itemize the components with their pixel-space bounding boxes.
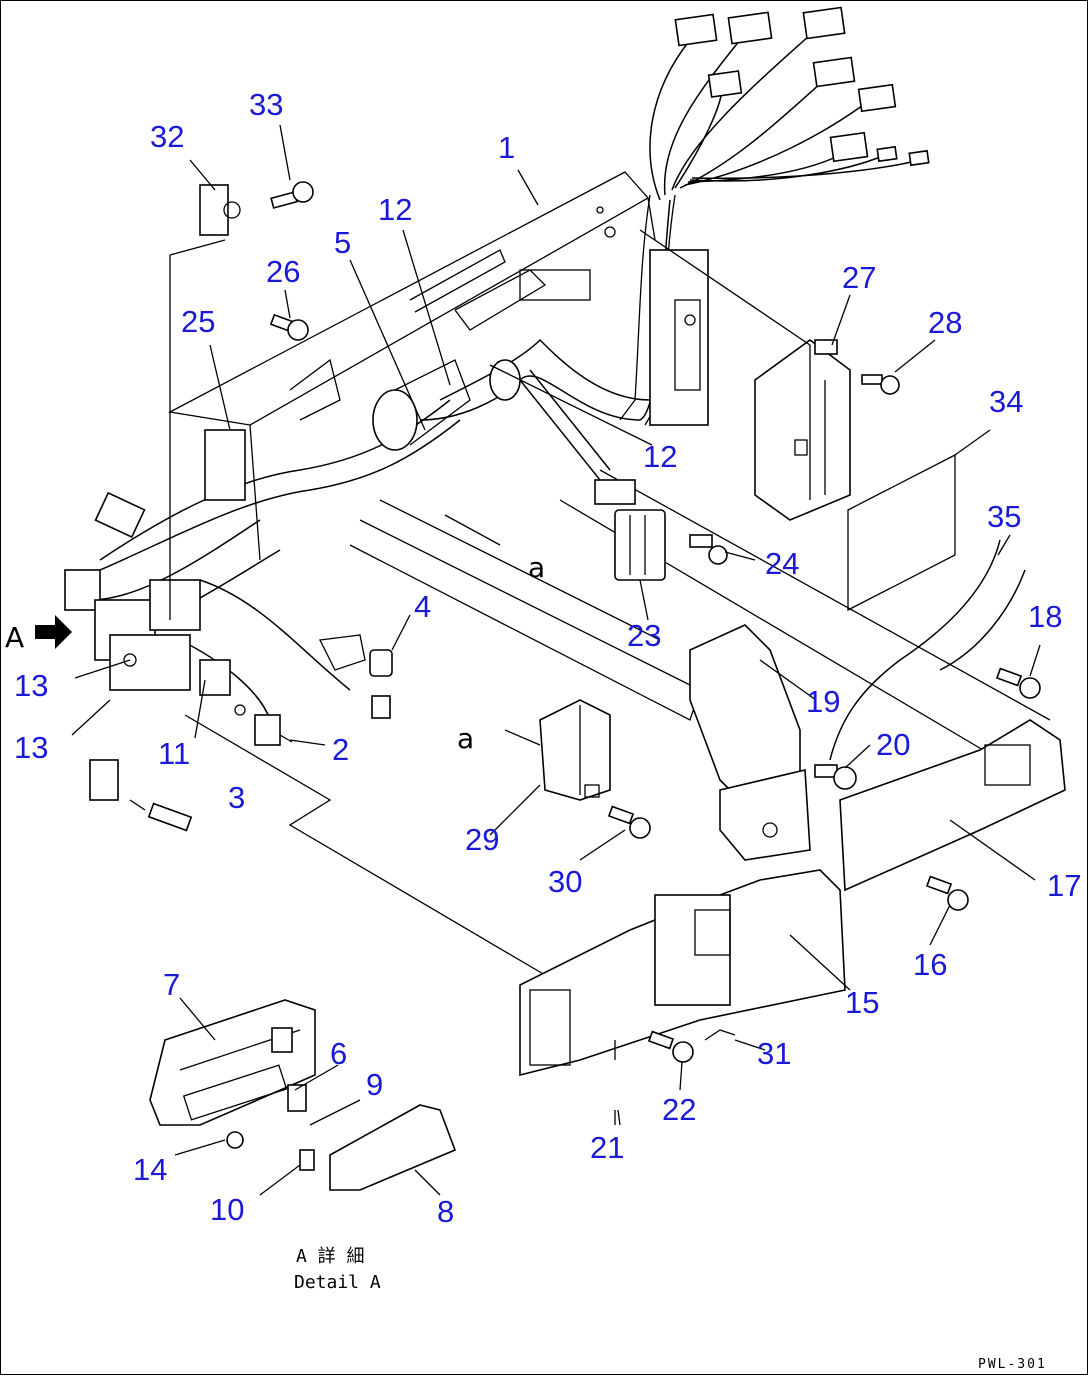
callout-35: 35 (987, 499, 1021, 534)
relay-23 (594, 479, 666, 581)
view-label-A: A (5, 621, 24, 654)
bolt-20 (814, 764, 857, 790)
callout-15: 15 (845, 985, 879, 1020)
callout-2: 2 (332, 732, 349, 767)
left-bracket-cluster (64, 429, 246, 716)
callout-33: 33 (249, 87, 283, 122)
callout-14: 14 (133, 1152, 167, 1187)
callout-30: 30 (548, 864, 582, 899)
label-sheet-34 (847, 429, 991, 612)
bolt-18 (995, 667, 1041, 699)
bolt-lower-left (89, 759, 193, 832)
callout-3: 3 (228, 780, 245, 815)
callout-34: 34 (989, 384, 1023, 419)
detail-caption-english: Detail A (294, 1272, 381, 1293)
callout-5: 5 (334, 225, 351, 260)
callout-22: 22 (662, 1092, 696, 1127)
frame-15 (519, 869, 846, 1077)
callout-11: 11 (158, 736, 190, 771)
callout-32: 32 (150, 119, 184, 154)
callout-27: 27 (842, 260, 876, 295)
leader-lines (71, 124, 1041, 1196)
bolt-26 (269, 313, 309, 341)
callout-7: 7 (163, 967, 180, 1002)
callout-26: 26 (266, 254, 300, 289)
callout-28: 28 (928, 305, 962, 340)
detail-A-fusebox (149, 999, 316, 1171)
callout-19: 19 (806, 684, 840, 719)
callout-16: 16 (913, 947, 947, 982)
tab-31 (704, 1029, 736, 1041)
callout-9: 9 (366, 1067, 383, 1102)
cable-35 (829, 539, 1026, 761)
callout-29: 29 (465, 822, 499, 857)
bolt-30 (607, 805, 651, 839)
callout-10: 10 (210, 1192, 244, 1227)
module-29 (539, 699, 611, 801)
bolt-16 (925, 875, 969, 911)
frame-17 (839, 719, 1066, 892)
callout-23: 23 (627, 618, 661, 653)
harness-connectors (674, 6, 930, 167)
callout-13-upper: 13 (14, 668, 48, 703)
controller-27 (639, 229, 851, 521)
callout-17: 17 (1047, 868, 1081, 903)
callout-13-lower: 13 (14, 730, 48, 765)
relay-bracket (649, 249, 709, 426)
main-panel (167, 171, 656, 561)
detail-caption-japanese: A 詳 細 (296, 1246, 365, 1267)
callout-24: 24 (765, 546, 799, 581)
callout-21: 21 (590, 1130, 624, 1165)
callout-12-top: 12 (378, 192, 412, 227)
detail-A-cover-8 (329, 1104, 457, 1191)
callout-8: 8 (437, 1194, 454, 1229)
callout-1: 1 (498, 130, 515, 165)
bolt-33 (270, 181, 314, 209)
view-mark-a-upper: a (528, 551, 545, 584)
callout-25: 25 (181, 304, 215, 339)
callout-4: 4 (414, 589, 431, 624)
connector-part-2 (254, 714, 293, 746)
view-arrow-A (35, 615, 72, 649)
callout-18: 18 (1028, 599, 1062, 634)
callout-6: 6 (330, 1036, 347, 1071)
callout-31: 31 (757, 1036, 791, 1071)
bolt-24 (689, 534, 728, 565)
clip-part-4 (319, 634, 393, 719)
bracket-32 (199, 184, 241, 236)
cover-19 (689, 624, 811, 861)
box-3-outline (184, 714, 546, 976)
callout-12-right: 12 (643, 439, 677, 474)
bolt-28 (861, 374, 900, 395)
bolt-22 (647, 1030, 694, 1063)
view-mark-a-lower: a (457, 722, 474, 755)
drawing-code: PWL-301 (978, 1357, 1047, 1372)
callout-20: 20 (876, 727, 910, 762)
